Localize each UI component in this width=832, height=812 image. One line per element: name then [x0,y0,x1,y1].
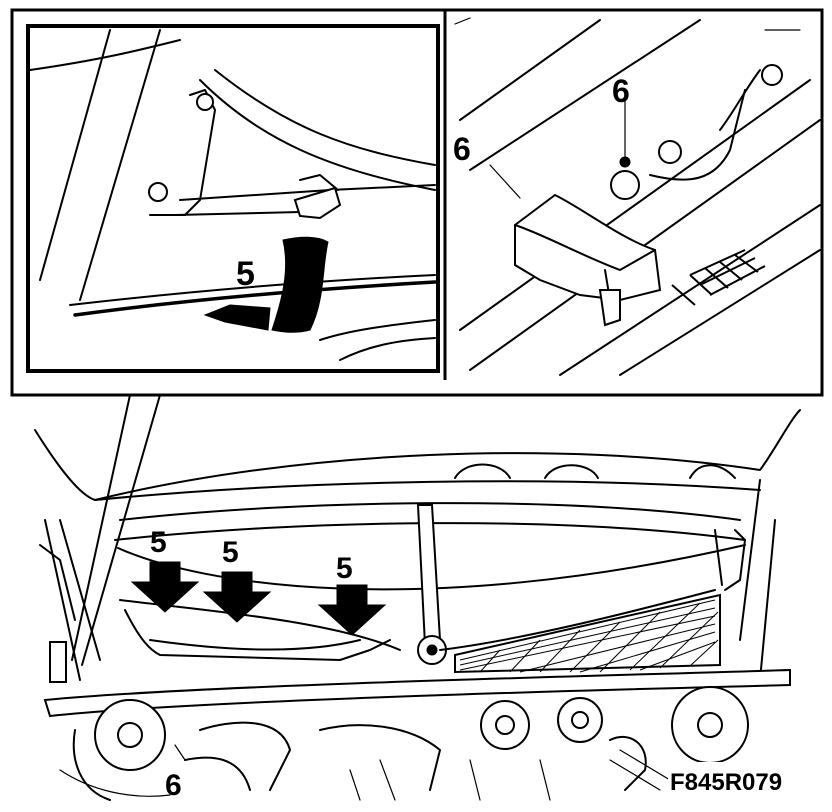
main-callout-2: 5 [222,536,239,569]
wiper-arm [416,504,442,647]
figure-code: F845R079 [670,769,782,796]
cowl-cover-block [514,193,662,302]
main-callout-bottom: 6 [165,769,182,802]
strut-brace [43,668,791,718]
callout-arrow-3: 5 [317,552,387,636]
callout-arrow-1: 5 [130,526,200,613]
inset-right: 6 6 [453,17,821,376]
inset-pointer-lines [71,394,161,666]
inset-right-callout-cover: 6 [453,131,471,167]
main-callout-1: 5 [150,526,167,559]
inset-left-callout: 5 [236,255,255,293]
removal-arrow [203,304,271,331]
inset-right-callout-fastener: 6 [612,73,630,109]
cowl-grille [454,593,721,674]
callout-arrow-2: 5 [202,536,272,623]
inset-left: 5 [26,24,440,373]
weather-strip-pulled [271,236,329,333]
main-view: 5 5 5 6 F845R079 [34,409,828,802]
main-callout-3: 5 [336,552,353,585]
